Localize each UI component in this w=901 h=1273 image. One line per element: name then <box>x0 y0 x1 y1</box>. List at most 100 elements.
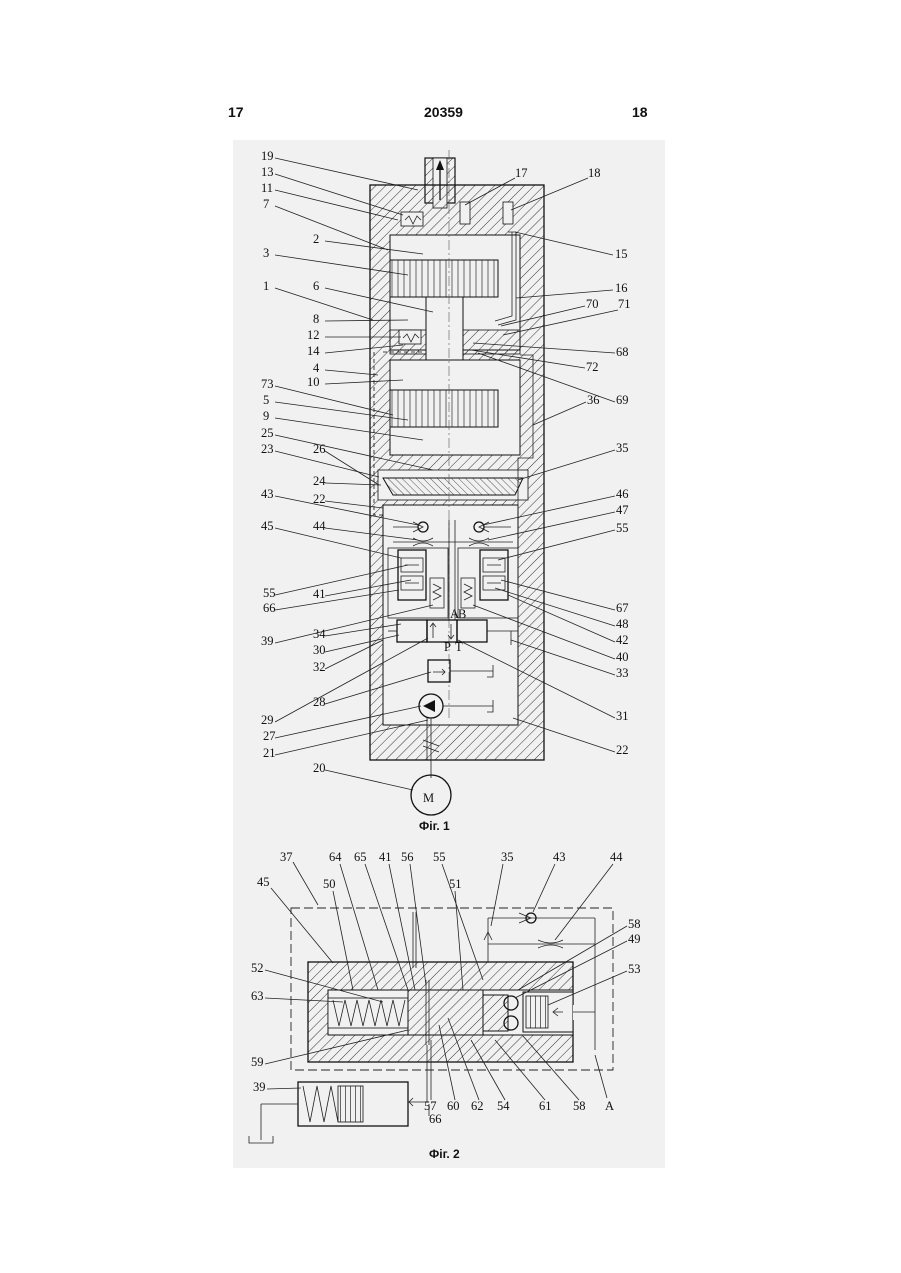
label-17: 17 <box>515 166 528 180</box>
piston-53 <box>526 996 548 1028</box>
label-2: 2 <box>313 232 319 246</box>
page-number-left: 17 <box>228 104 244 120</box>
f2-label-64: 64 <box>329 850 342 864</box>
label-41: 66 <box>263 601 276 615</box>
f2-label-51: 51 <box>449 877 462 891</box>
f2-label-35: 35 <box>501 850 514 864</box>
label-73: 73 <box>261 377 274 391</box>
label-10: 10 <box>307 375 320 389</box>
f2-label-44: 44 <box>610 850 623 864</box>
label-34: 34 <box>313 627 326 641</box>
label-47: 47 <box>616 503 629 517</box>
label-71: 71 <box>618 297 631 311</box>
f2-label-37: 37 <box>280 850 293 864</box>
label-1: 1 <box>263 279 269 293</box>
patent-number: 20359 <box>424 104 463 120</box>
label-19: 19 <box>261 149 274 163</box>
label-11: 11 <box>261 181 273 195</box>
label-30: 30 <box>313 643 326 657</box>
label-12: 12 <box>307 328 320 342</box>
figure-2-caption: Фiг. 2 <box>429 1147 460 1161</box>
label-67: 67 <box>616 601 629 615</box>
label-14: 14 <box>307 344 320 358</box>
figure-1: A B P T M 19 13 11 7 2 3 1 6 8 12 <box>233 140 665 840</box>
label-72: 72 <box>586 360 599 374</box>
upper-piston <box>390 260 498 297</box>
label-27: 27 <box>263 729 276 743</box>
label-29: 29 <box>261 713 274 727</box>
label-33: 33 <box>616 666 629 680</box>
label-31: 31 <box>616 709 629 723</box>
f2-label-43: 43 <box>553 850 566 864</box>
motor-symbol: M <box>423 791 434 805</box>
label-55r: 55 <box>616 521 629 535</box>
label-40: 40 <box>616 650 629 664</box>
label-8: 8 <box>313 312 319 326</box>
f2-label-60: 60 <box>447 1099 460 1113</box>
valve-18 <box>503 202 513 224</box>
label-4: 4 <box>313 361 320 375</box>
f2-label-61: 61 <box>539 1099 552 1113</box>
label-36: 36 <box>587 393 600 407</box>
port-B: B <box>458 607 466 621</box>
label-43: 43 <box>261 487 274 501</box>
label-25: 25 <box>261 426 274 440</box>
f2-label-49: 49 <box>628 932 641 946</box>
label-18: 18 <box>588 166 601 180</box>
label-9: 9 <box>263 409 269 423</box>
valve-17 <box>460 202 470 224</box>
f2-label-54: 54 <box>497 1099 510 1113</box>
label-55: 55 <box>263 586 276 600</box>
f2-label-52: 52 <box>251 961 264 975</box>
label-39: 39 <box>261 634 274 648</box>
label-32: 32 <box>313 660 326 674</box>
label-26: 26 <box>313 442 326 456</box>
f2-label-58b: 58 <box>573 1099 586 1113</box>
label-16: 16 <box>615 281 628 295</box>
label-6: 6 <box>313 279 319 293</box>
label-48: 48 <box>616 617 629 631</box>
label-7: 7 <box>263 197 269 211</box>
label-28: 28 <box>313 695 326 709</box>
f2-label-57: 57 <box>424 1099 437 1113</box>
f2-label-63: 63 <box>251 989 264 1003</box>
page-number-right: 18 <box>632 104 648 120</box>
label-66: 41 <box>313 587 326 601</box>
label-46: 46 <box>616 487 629 501</box>
label-24: 24 <box>313 474 326 488</box>
f2-label-41: 41 <box>379 850 392 864</box>
f2-label-A: A <box>605 1099 614 1113</box>
f2-label-56: 56 <box>401 850 414 864</box>
f2-label-58: 58 <box>628 917 641 931</box>
label-23: 23 <box>261 442 274 456</box>
label-44: 44 <box>313 519 326 533</box>
label-21: 21 <box>263 746 276 760</box>
f2-label-39: 39 <box>253 1080 266 1094</box>
lower-piston <box>390 390 498 427</box>
label-3: 3 <box>263 246 269 260</box>
label-20: 20 <box>313 761 326 775</box>
label-42: 42 <box>616 633 629 647</box>
label-45: 45 <box>261 519 274 533</box>
f2-label-53: 53 <box>628 962 641 976</box>
label-22r: 22 <box>616 743 629 757</box>
figure-1-caption: Фiг. 1 <box>419 819 450 833</box>
label-69: 69 <box>616 393 629 407</box>
label-5: 5 <box>263 393 269 407</box>
port-P: P <box>444 640 451 654</box>
f2-label-59: 59 <box>251 1055 264 1069</box>
membrane-plate <box>383 478 523 495</box>
f2-label-55: 55 <box>433 850 446 864</box>
f2-label-50: 50 <box>323 877 336 891</box>
label-13: 13 <box>261 165 274 179</box>
label-68: 68 <box>616 345 629 359</box>
f2-label-65: 65 <box>354 850 367 864</box>
label-15: 15 <box>615 247 628 261</box>
spool-51 <box>408 990 483 1035</box>
figure-2: 37 64 65 41 56 55 35 43 44 45 50 51 58 4… <box>233 840 665 1168</box>
f2-label-45: 45 <box>257 875 270 889</box>
f2-label-66: 66 <box>429 1112 442 1126</box>
label-22: 22 <box>313 492 326 506</box>
f2-label-62: 62 <box>471 1099 484 1113</box>
label-70: 70 <box>586 297 599 311</box>
